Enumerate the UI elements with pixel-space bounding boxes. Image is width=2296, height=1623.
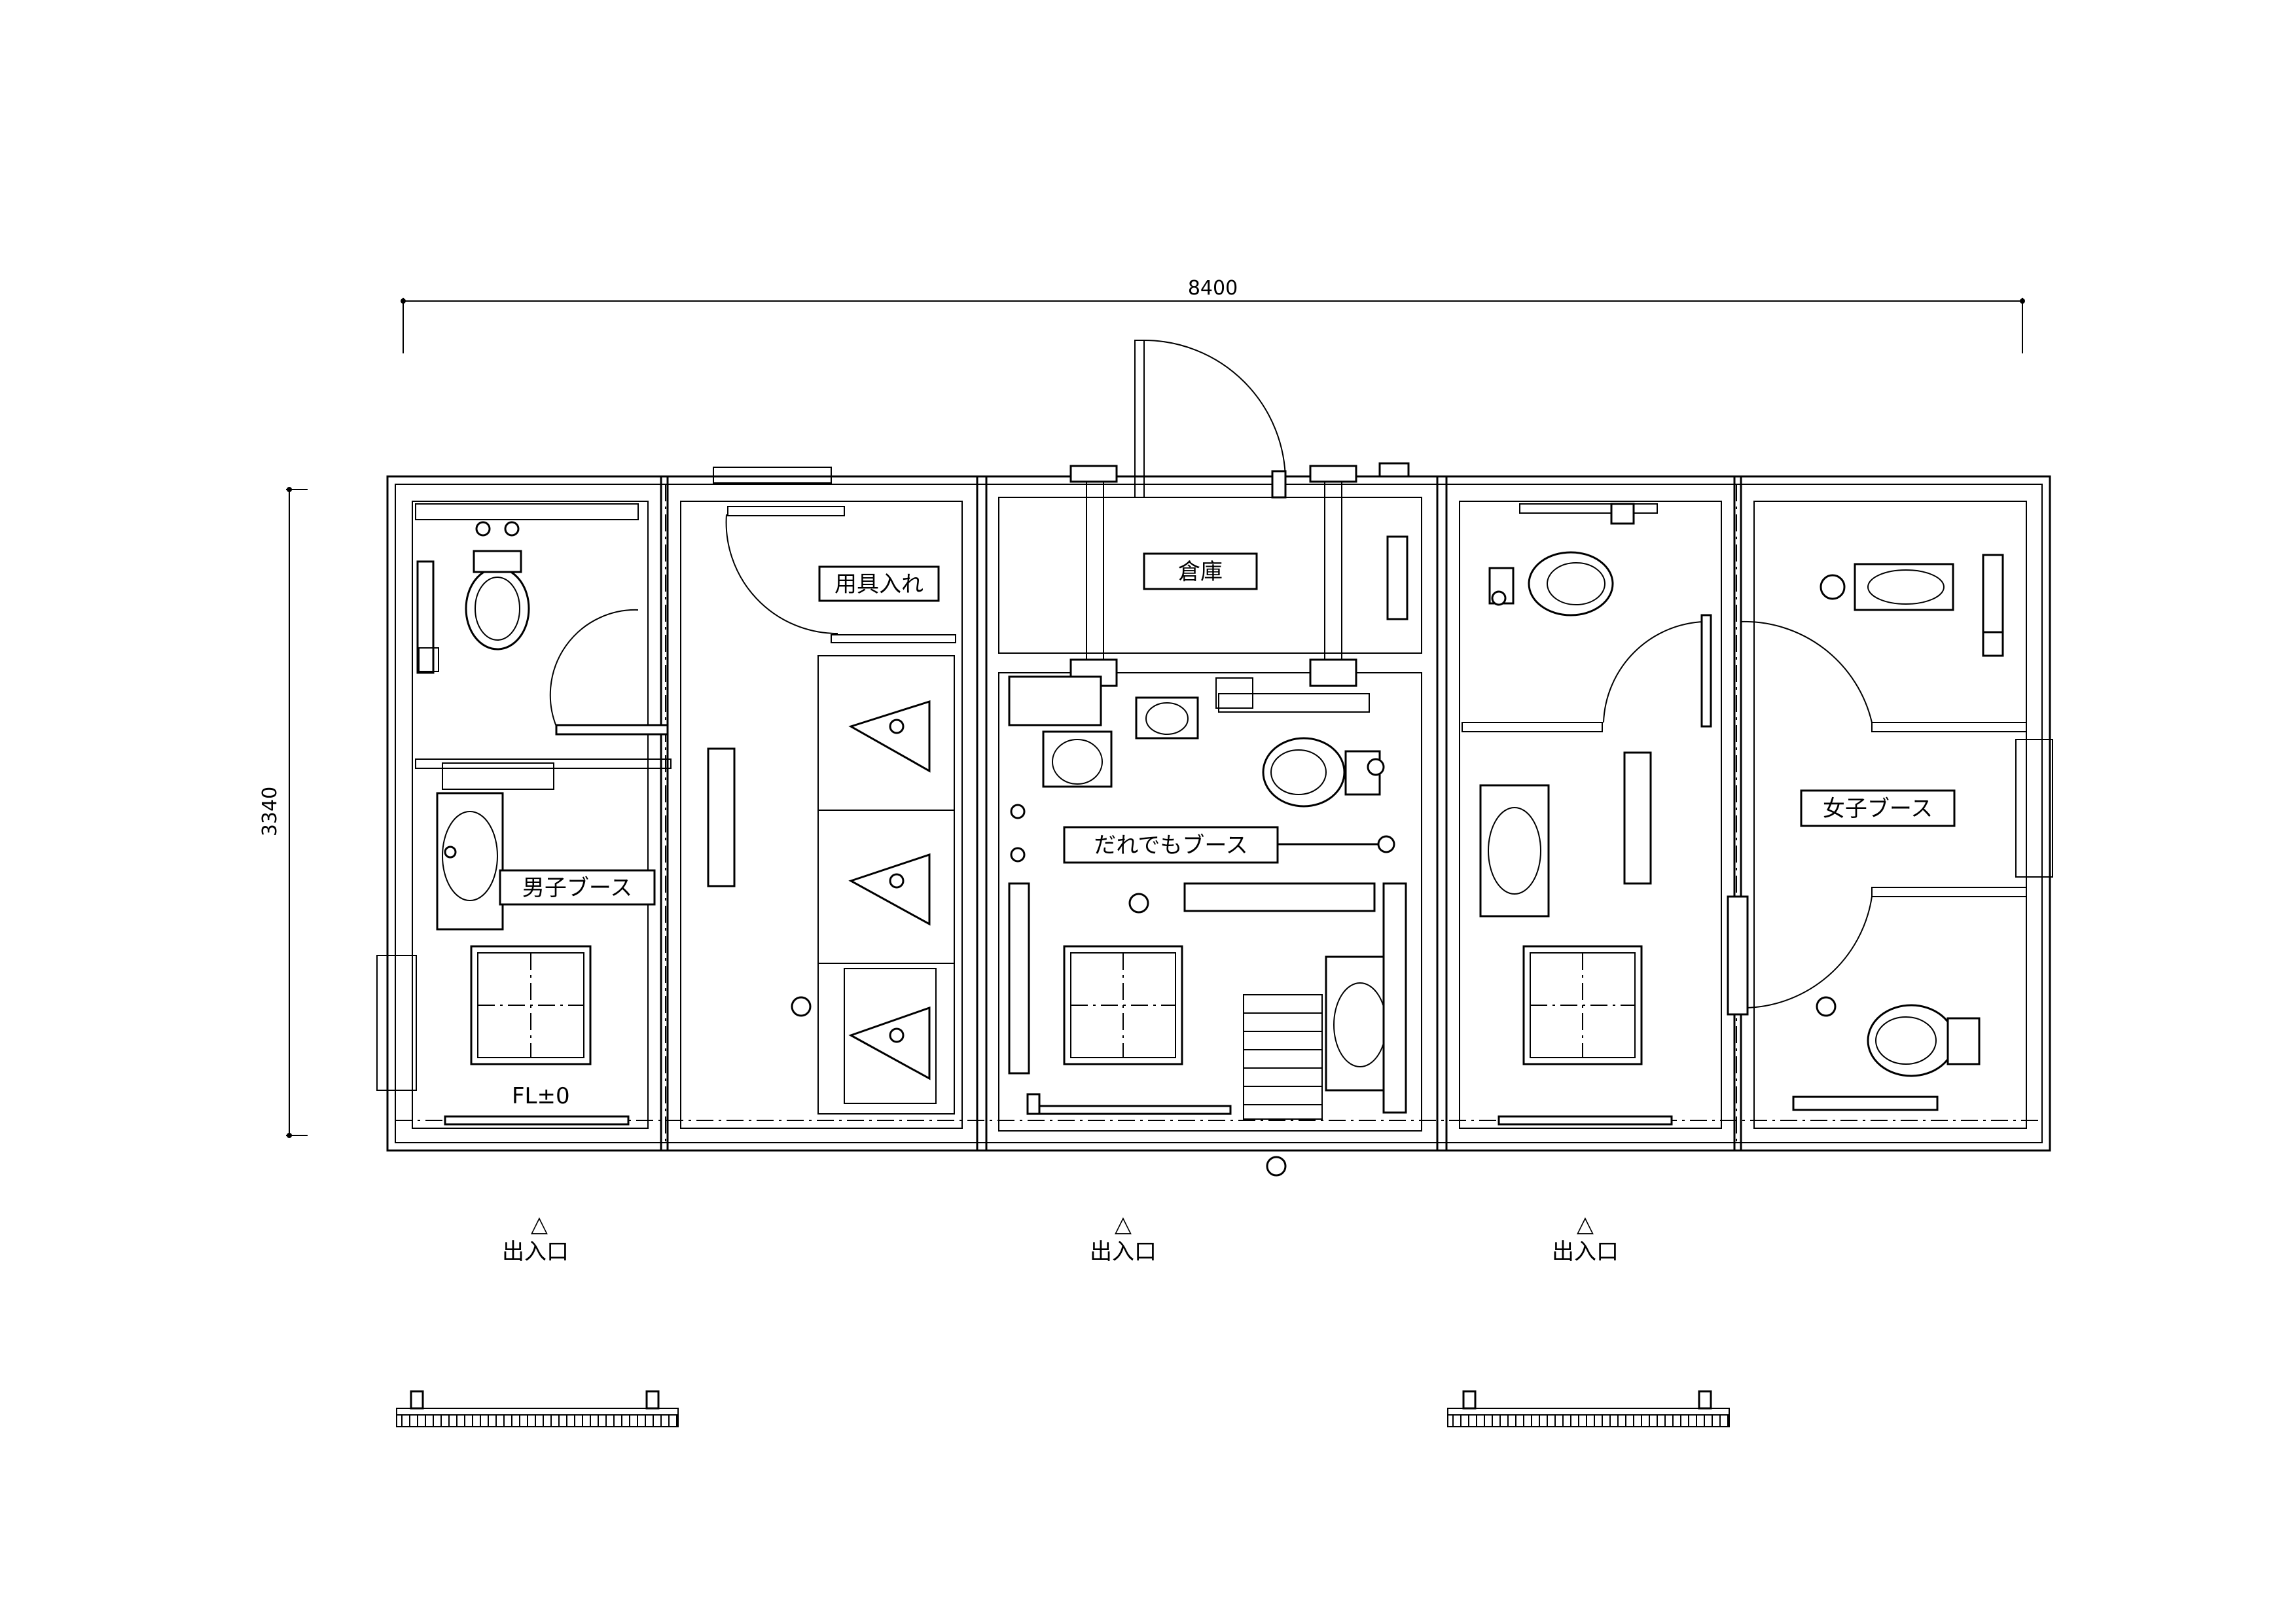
entrance-label: 出入口 xyxy=(502,1239,569,1265)
width-dimension-label: 8400 xyxy=(1188,277,1238,300)
room-label-mens: 男子ブース xyxy=(522,875,632,901)
entrance-womens: △ 出入口 xyxy=(1552,1211,1619,1265)
entrance-universal: △ 出入口 xyxy=(1090,1211,1157,1265)
entrance-marker: △ xyxy=(1115,1211,1132,1238)
room-label-tools: 用具入れ xyxy=(834,571,924,597)
entrance-marker: △ xyxy=(1577,1211,1594,1238)
height-dimension: 3340 xyxy=(259,487,308,1138)
step-symbol-left xyxy=(396,1390,679,1427)
room-label-universal: だれでもブース xyxy=(1094,832,1247,859)
height-dimension-label: 3340 xyxy=(259,787,281,836)
floor-level-label: FL±0 xyxy=(512,1083,570,1109)
width-dimension: 8400 xyxy=(401,277,2025,353)
entrance-marker: △ xyxy=(531,1211,548,1238)
entrance-label: 出入口 xyxy=(1090,1239,1157,1265)
step-symbol-right xyxy=(1447,1390,1730,1427)
womens-module: 女子ブース xyxy=(1462,503,2053,1126)
universal-module: 倉庫 xyxy=(1008,340,1410,1177)
mens-module: 男子ブース 用具入れ FL±0 xyxy=(376,467,956,1126)
room-label-storage: 倉庫 xyxy=(1178,559,1223,585)
building-walls xyxy=(386,475,2051,1152)
room-label-womens: 女子ブース xyxy=(1823,796,1933,822)
entrance-mens: △ 出入口 xyxy=(502,1211,569,1265)
entrance-label: 出入口 xyxy=(1552,1239,1619,1265)
